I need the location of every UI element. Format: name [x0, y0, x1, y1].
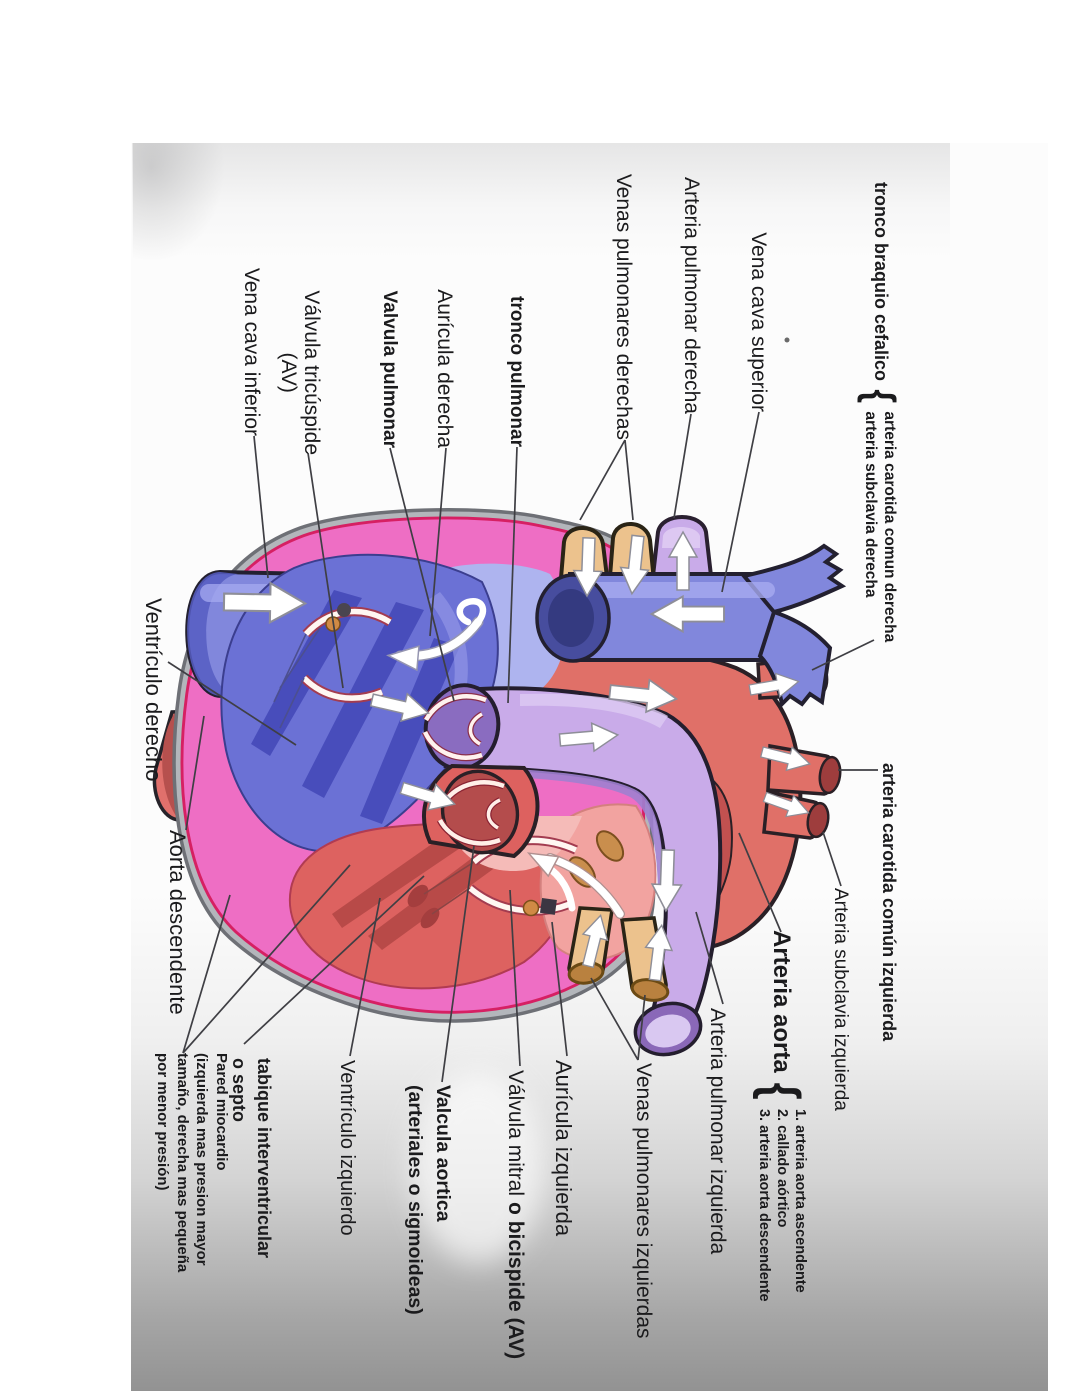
- label-venas-pulmonares-izquierdas: Venas pulmonares izquierdas: [632, 1063, 655, 1339]
- label-ventriculo-izquierdo: Ventrículo izquierdo: [336, 1060, 358, 1236]
- label-arteria-pulmonar-izquierda: Arteria pulmonar izquierda: [706, 1008, 729, 1255]
- label-vena-cava-superior: Vena cava superior: [747, 232, 770, 412]
- aortic-valve: [422, 763, 540, 859]
- label-pared-line4: por menor presión): [154, 1053, 172, 1191]
- label-valvula-tricuspide-line2: (AV): [276, 352, 300, 393]
- brace-icon: {: [752, 1082, 811, 1100]
- label-vena-cava-inferior: Vena cava inferior: [240, 267, 263, 436]
- photo-glare: [412, 1073, 544, 1263]
- label-carotida-comun-derecha: arteria carotida comun derecha: [881, 411, 899, 643]
- curved-flow-arrows: [386, 597, 625, 919]
- node-dots: [325, 337, 790, 917]
- label-venas-pulmonares-derechas: Venas pulmonares derechas: [612, 173, 635, 440]
- label-valvula-mitral: Válvula mitral o bicispide (AV): [504, 1070, 527, 1359]
- label-subclavia-derecha: arteria subclavia derecha: [862, 411, 879, 598]
- label-aorta-descendente: Aorta descendente: [165, 830, 190, 1015]
- label-aorta-ascendente-item: 1. arteria aorta ascendente: [791, 1108, 808, 1293]
- label-valvula-mitral-bold: o bicispide (AV): [504, 1202, 527, 1360]
- pulmonary-trunk-vessel: [421, 683, 723, 1057]
- label-valvula-pulmonar: Valvula pulmonar: [379, 290, 400, 448]
- label-group-tronco-braquiocefalico: tronco braquio cefalico { arteria caroti…: [846, 182, 914, 642]
- label-valcula-aortica: Valcula aortica (arteriales o sigmoideas…: [400, 1085, 457, 1315]
- label-arteria-aorta: Arteria aorta: [768, 930, 796, 1073]
- label-carotida-comun-izquierda: arteria carotida común izquierda: [879, 763, 899, 1042]
- label-aorta-descendente-item: 3. arteria aorta descendente: [756, 1108, 773, 1302]
- label-arteria-pulmonar-derecha: Arteria pulmonar derecha: [680, 177, 703, 414]
- label-tronco-pulmonar: tronco pulmonar: [506, 296, 527, 447]
- label-ventriculo-derecho: Ventrículo derecho: [141, 598, 166, 782]
- leader-lines: [167, 411, 878, 1083]
- label-auricula-derecha: Aurícula derecha: [433, 289, 456, 448]
- label-pared-line2: (izquierda mas presion mayor: [193, 1053, 211, 1266]
- label-group-arteria-aorta: Arteria aorta { 1. arteria aorta ascende…: [750, 930, 812, 1302]
- label-subclavia-izquierda: Arteria subclavia izquierda: [830, 888, 851, 1111]
- label-valcula-aortica-line1: Valcula aortica: [432, 1085, 454, 1222]
- label-tabique-interventricular: tabique interventricular o septo: [226, 1058, 276, 1258]
- label-valvula-tricuspide: Válvula tricúspide (AV): [277, 290, 323, 455]
- label-pared-line3: tamaño, derecha mas pequeña: [174, 1053, 191, 1273]
- brace-icon: {: [856, 389, 904, 404]
- label-tronco-braquio-cefalico: tronco braquio cefalico: [870, 182, 891, 382]
- label-valvula-mitral-regular: Válvula mitral: [504, 1070, 527, 1197]
- label-auricula-izquierda: Aurícula izquierda: [551, 1060, 576, 1237]
- label-pared-miocardio: Pared miocardio (izquierda mas presion m…: [153, 1053, 231, 1272]
- label-tabique-line1: tabique interventricular: [254, 1058, 274, 1259]
- label-valcula-aortica-line2: (arteriales o sigmoideas): [403, 1085, 426, 1315]
- label-pared-line1: Pared miocardio: [213, 1053, 230, 1171]
- label-callado-aortico-item: 2. callado aórtico: [773, 1108, 790, 1228]
- label-valvula-tricuspide-line1: Válvula tricúspide: [300, 290, 323, 455]
